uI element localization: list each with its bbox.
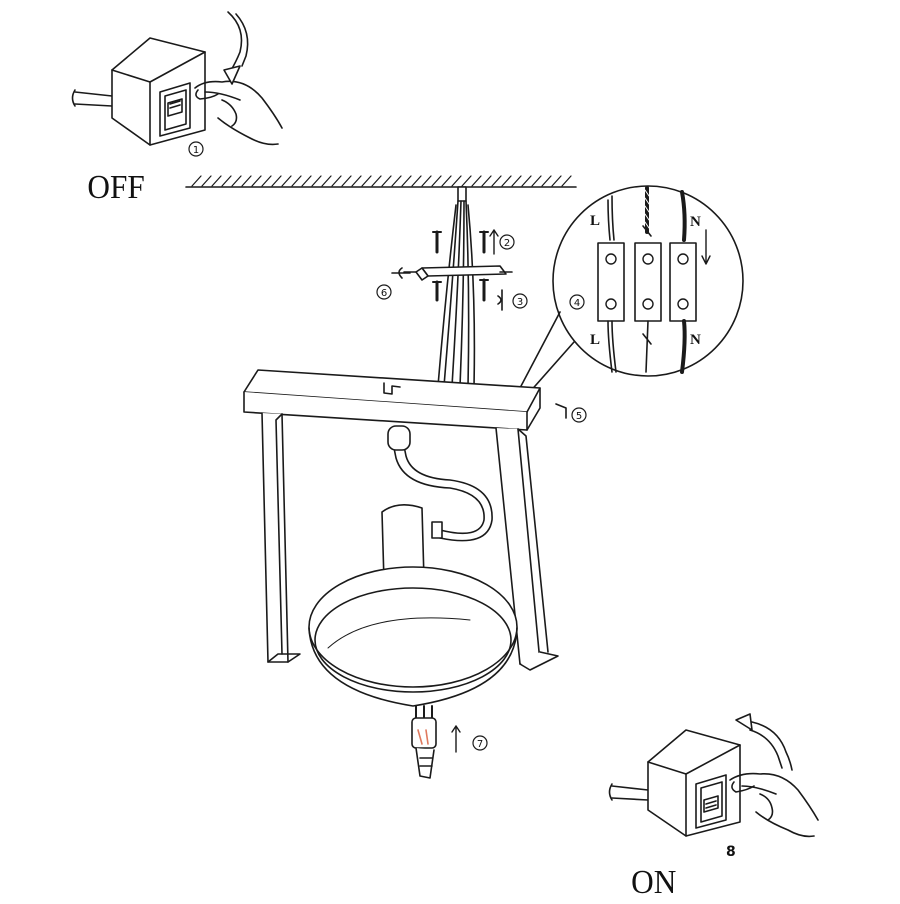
ceiling [185,175,577,188]
switch-on-label: ON [631,864,676,900]
screw-icon [479,230,489,254]
ceiling-hatch-line [211,175,222,187]
step-4-label: 4 [574,298,580,309]
ceiling-hatch-line [331,175,342,187]
neutral-label-bottom: N [690,332,701,348]
ceiling-hatch-line [431,175,442,187]
neutral-label-top: N [690,214,701,230]
ceiling-hatch-line [261,175,272,187]
switch-off-label: OFF [87,169,144,206]
ceiling-hatch-line [391,175,402,187]
phase-label-bottom: L [590,332,600,348]
ceiling-hatch-line [321,175,332,187]
ceiling-hatch-line [561,175,572,187]
step-7-label: 7 [477,739,483,750]
switch-off-illustration: 1 OFF [71,11,283,206]
ceiling-hatch-line [231,175,242,187]
screw-icon [432,280,442,302]
terminal-block-callout: L N L N 4 [519,185,744,395]
phase-wire [644,186,650,234]
ceiling-hatch-line [381,175,392,187]
ceiling-hatch-line [501,175,512,187]
step-6-label: 6 [381,288,387,299]
step-2-label: 2 [504,238,510,249]
ceiling-hatch-line [241,175,252,187]
step-5-label: 5 [576,411,582,422]
ceiling-hatch-line [471,175,482,187]
ceiling-hatch-line [371,175,382,187]
ceiling-hatch-line [511,175,522,187]
screw-icon [432,230,442,254]
ceiling-hatch-line [521,175,532,187]
ceiling-hatch-line [351,175,362,187]
step-8-label: 8 [726,844,736,860]
phase-label-top: L [590,213,600,229]
light-fixture: 5 [243,369,587,707]
step-1-label: 1 [193,145,199,156]
ceiling-hatch-line [301,175,312,187]
ceiling-hatch-line [201,175,212,187]
step-3-label: 3 [517,297,523,308]
screw-icon [479,278,489,302]
ceiling-hatch-line [311,175,322,187]
ceiling-hatch-line [291,175,302,187]
ceiling-hatch-line [541,175,552,187]
ceiling-hatch-line [271,175,282,187]
ceiling-hatch-line [441,175,452,187]
ceiling-hatch-line [461,175,472,187]
ceiling-hatch-line [191,175,202,187]
ceiling-hatch-line [221,175,232,187]
ceiling-hatch-line [551,175,562,187]
ceiling-hatch-line [491,175,502,187]
ceiling-hatch-line [481,175,492,187]
ceiling-hatch-line [281,175,292,187]
mounting-bracket [391,229,513,311]
ceiling-hatch-line [411,175,422,187]
ceiling-hatch-line [421,175,432,187]
ceiling-hatch-line [361,175,372,187]
ceiling-hatch-line [401,175,412,187]
switch-on-illustration: 8 ON [608,713,819,901]
ceiling-hatch-line [531,175,542,187]
ceiling-hatch-line [451,175,462,187]
ceiling-hatch-line [341,175,352,187]
bulb-icon: 7 [411,705,488,779]
ceiling-hatch-line [251,175,262,187]
supply-wires [437,186,476,387]
